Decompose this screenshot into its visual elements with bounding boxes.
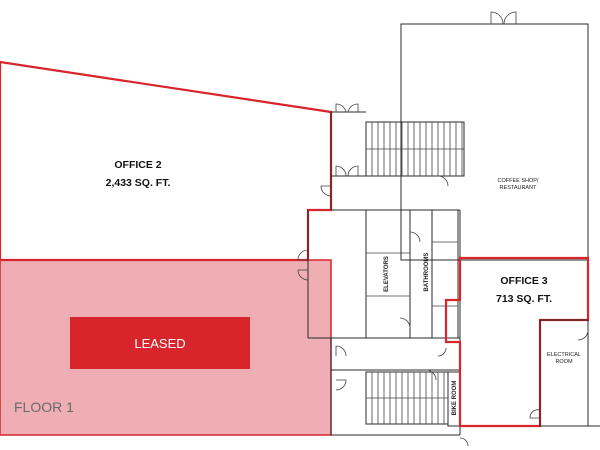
electrical-room-label-1: ELECTRICAL <box>547 352 581 358</box>
bathrooms-label: BATHROOMS <box>424 253 430 292</box>
office-2-name: OFFICE 2 <box>114 159 161 171</box>
bike-room[interactable]: BIKE ROOM <box>447 371 461 427</box>
office-3-area: 713 SQ. FT. <box>496 293 552 305</box>
office-2-outline[interactable] <box>0 60 333 262</box>
electrical-room <box>539 319 589 427</box>
office-2-area: 2,433 SQ. FT. <box>106 177 171 189</box>
upper-stairs <box>365 121 465 177</box>
coffee-shop-label-1: COFFEE SHOP/ <box>498 178 539 184</box>
electrical-room-label-2: ROOM <box>555 359 573 365</box>
bathrooms-block: BATHROOMS <box>424 209 459 339</box>
leased-badge <box>70 317 250 369</box>
leased-label: LEASED <box>134 336 185 351</box>
elevators-label: ELEVATORS <box>384 256 390 292</box>
bike-room-label: BIKE ROOM <box>452 381 458 416</box>
office-3-name: OFFICE 3 <box>500 275 547 287</box>
office-3-outline[interactable] <box>444 256 590 428</box>
lower-stairs <box>365 371 449 425</box>
floor-label: FLOOR 1 <box>14 399 74 415</box>
coffee-shop-label-2: RESTAURANT <box>500 185 538 191</box>
doors <box>297 11 589 447</box>
core-walls <box>307 23 600 436</box>
elevators-block: ELEVATORS <box>365 209 411 339</box>
